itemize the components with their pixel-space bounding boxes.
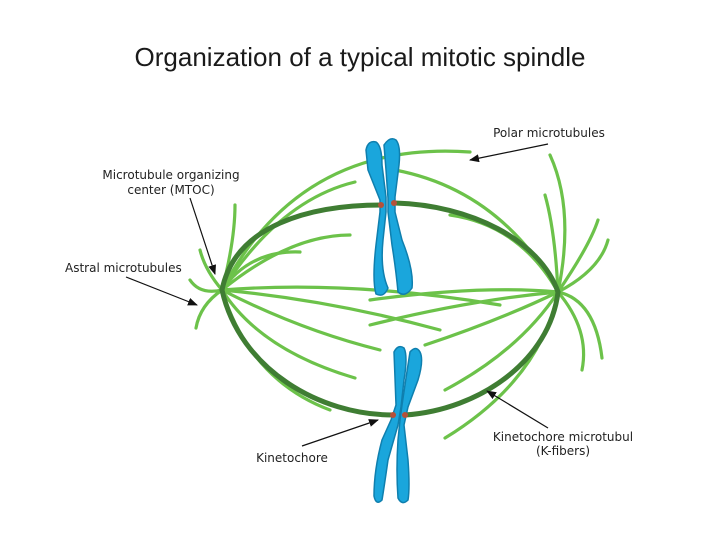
kinetochore-bottom [390,412,396,418]
label-kfiber-line1: Kinetochore microtubul [493,430,633,444]
label-polar-microtubules: Polar microtubules [493,126,605,140]
diagram-title: Organization of a typical mitotic spindl… [134,42,586,72]
kinetochore-arrow [301,419,379,447]
annotation-arrows [125,143,549,447]
label-mtoc-line2: center (MTOC) [127,183,214,197]
label-astral-microtubules: Astral microtubules [65,261,182,275]
astral-arrow [125,276,198,306]
label-kfiber-line2: (K-fibers) [536,444,590,458]
chromosome-bottom [373,345,423,504]
kfiber-arrow [486,390,549,429]
kinetochore-top [378,202,384,208]
mtoc-arrow [189,197,216,275]
label-mtoc-line1: Microtubule organizing [102,168,239,182]
kinetochore-microtubules [219,200,561,418]
chromosome-top [365,138,414,296]
label-kinetochore: Kinetochore [256,451,328,465]
polar-arrow [469,143,549,163]
